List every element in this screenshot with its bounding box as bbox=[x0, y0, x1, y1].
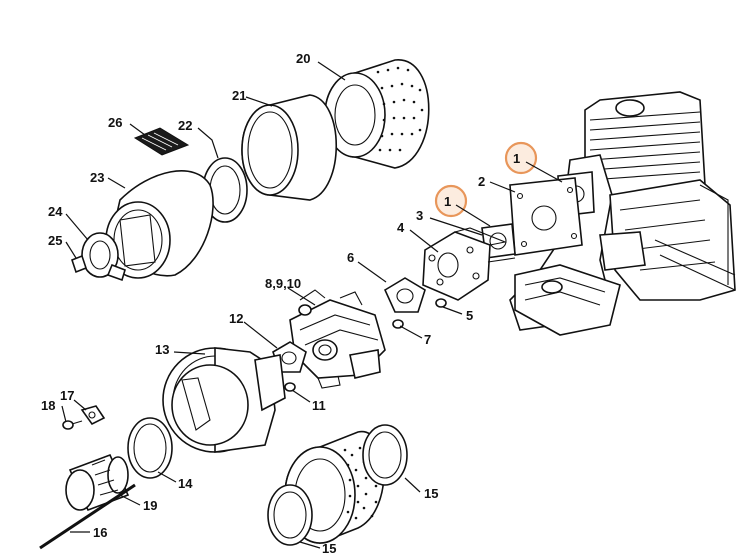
ring-15-upper bbox=[362, 424, 408, 486]
label-part-11: 11 bbox=[312, 398, 326, 413]
label-part-2: 2 bbox=[478, 174, 485, 189]
knob-24 bbox=[81, 232, 126, 282]
label-part-24: 24 bbox=[48, 204, 63, 219]
label-part-12: 12 bbox=[229, 311, 243, 326]
clip-17 bbox=[80, 405, 106, 426]
label-part-1b: 1 bbox=[444, 194, 451, 209]
label-part-3: 3 bbox=[416, 208, 423, 223]
highlight-marker-1b bbox=[434, 184, 468, 218]
highlight-marker-1a bbox=[504, 141, 538, 175]
decal-26 bbox=[133, 127, 190, 156]
label-part-1a: 1 bbox=[513, 151, 520, 166]
washer-11 bbox=[284, 382, 296, 392]
washer-5 bbox=[435, 298, 447, 308]
label-part-8-9-10: 8,9,10 bbox=[265, 276, 301, 291]
label-part-15-upper: 15 bbox=[424, 486, 438, 501]
label-part-25: 25 bbox=[48, 233, 62, 248]
label-part-21: 21 bbox=[232, 88, 246, 103]
label-part-22: 22 bbox=[178, 118, 192, 133]
rod-16 bbox=[39, 483, 136, 550]
filter-sleeve-21 bbox=[241, 94, 337, 201]
label-part-7: 7 bbox=[424, 332, 431, 347]
gasket-2 bbox=[509, 177, 583, 256]
label-part-18: 18 bbox=[41, 398, 55, 413]
label-part-26: 26 bbox=[108, 115, 122, 130]
label-part-17: 17 bbox=[60, 388, 74, 403]
air-filter-housing-13 bbox=[162, 347, 286, 453]
leader-lines bbox=[61, 61, 563, 549]
label-part-13: 13 bbox=[155, 342, 169, 357]
filter-cartridge-top bbox=[324, 59, 430, 169]
label-part-14: 14 bbox=[178, 476, 193, 491]
label-part-5: 5 bbox=[466, 308, 473, 323]
filter-cover-23 bbox=[105, 170, 214, 279]
filter-element-19 bbox=[65, 453, 130, 512]
label-part-6: 6 bbox=[347, 250, 354, 265]
intake-flange-4 bbox=[422, 227, 516, 301]
ring-15-lower bbox=[267, 484, 313, 546]
label-part-15-lower: 15 bbox=[322, 541, 336, 556]
label-part-19: 19 bbox=[143, 498, 157, 513]
gasket-6 bbox=[383, 277, 426, 313]
ring-14 bbox=[127, 417, 173, 479]
carburetor bbox=[289, 289, 386, 389]
label-part-4: 4 bbox=[397, 220, 405, 235]
label-part-23: 23 bbox=[90, 170, 104, 185]
label-part-20: 20 bbox=[296, 51, 310, 66]
screw-18 bbox=[62, 420, 83, 430]
label-part-16: 16 bbox=[93, 525, 107, 540]
wingnut-25 bbox=[71, 254, 87, 274]
